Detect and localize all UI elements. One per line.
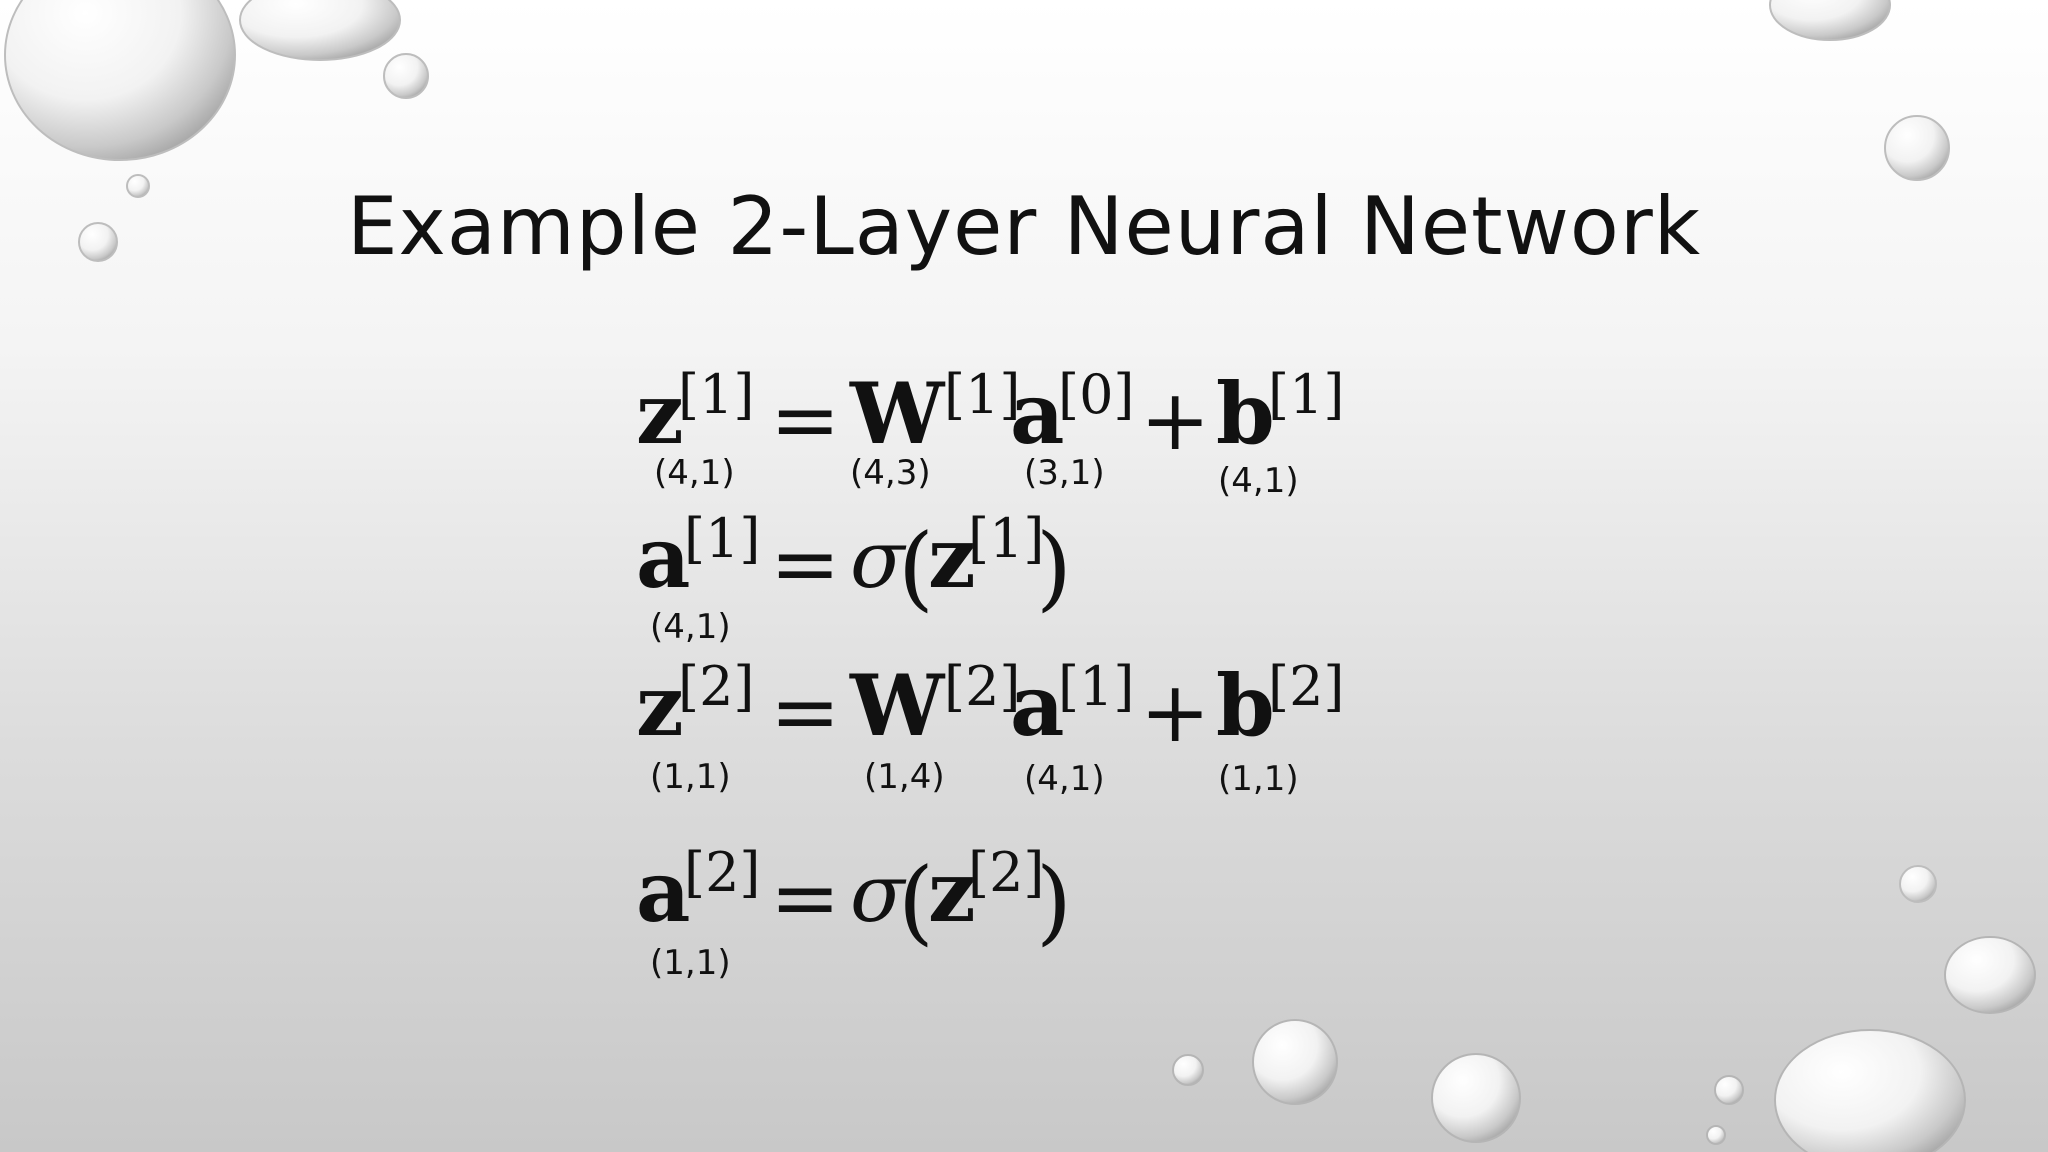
close-paren: ) — [1036, 514, 1072, 621]
z-symbol: z — [928, 508, 976, 607]
b-symbol: b — [1216, 364, 1275, 463]
droplet-bottom-1 — [1252, 1019, 1338, 1105]
b-symbol: b — [1216, 656, 1275, 755]
equation-row-2: a [1] (4,1) = σ ( z [1] ) — [0, 508, 2048, 676]
z-layer-superscript: [2] — [968, 841, 1045, 904]
w-layer-superscript: [2] — [944, 655, 1021, 718]
a-symbol: a — [1010, 656, 1065, 755]
a-layer-superscript: [1] — [1058, 655, 1135, 718]
droplet-small-1 — [383, 53, 429, 99]
a-layer-superscript: [2] — [684, 841, 761, 904]
b-layer-superscript: [1] — [1268, 363, 1345, 426]
z-symbol: z — [636, 364, 684, 463]
b-layer-superscript: [2] — [1268, 655, 1345, 718]
z-dimension: (4,1) — [654, 453, 735, 493]
z-layer-superscript: [1] — [678, 363, 755, 426]
a-dimension: (3,1) — [1024, 453, 1105, 493]
z-symbol: z — [636, 656, 684, 755]
w-layer-superscript: [1] — [944, 363, 1021, 426]
w-symbol: W — [850, 656, 945, 755]
sigma-function: σ — [850, 847, 905, 940]
a-symbol: a — [636, 508, 691, 607]
z-symbol: z — [928, 842, 976, 941]
z-dimension: (1,1) — [650, 757, 731, 797]
open-paren: ( — [898, 848, 934, 955]
open-paren: ( — [898, 514, 934, 621]
droplet-bottom-4 — [1714, 1075, 1744, 1105]
a-layer-superscript: [0] — [1058, 363, 1135, 426]
droplet-bottom-3 — [1431, 1053, 1521, 1143]
b-dimension: (1,1) — [1218, 759, 1299, 799]
equation-row-1: z [1] (4,1) = W [1] (4,3) a [0] (3,1) + … — [0, 364, 2048, 532]
equation-row-4: a [2] (1,1) = σ ( z [2] ) — [0, 842, 2048, 1010]
a-dimension: (4,1) — [1024, 759, 1105, 799]
w-dimension: (4,3) — [850, 453, 931, 493]
b-dimension: (4,1) — [1218, 461, 1299, 501]
droplet-top-left-large — [4, 0, 236, 161]
a-layer-superscript: [1] — [684, 507, 761, 570]
slide-title: Example 2-Layer Neural Network — [346, 180, 1702, 273]
close-paren: ) — [1036, 848, 1072, 955]
z-layer-superscript: [1] — [968, 507, 1045, 570]
w-dimension: (1,4) — [864, 757, 945, 797]
droplet-bottom-5 — [1706, 1125, 1726, 1145]
a-symbol: a — [1010, 364, 1065, 463]
droplet-top-right — [1769, 0, 1891, 41]
equals-sign: = — [770, 849, 841, 947]
droplet-right-1 — [1884, 115, 1950, 181]
droplet-top-left-medium — [239, 0, 401, 61]
w-symbol: W — [850, 364, 945, 463]
z-layer-superscript: [2] — [678, 655, 755, 718]
equals-sign: = — [770, 515, 841, 613]
sigma-function: σ — [850, 513, 905, 606]
plus-sign: + — [1140, 371, 1211, 469]
droplet-bottom-2 — [1172, 1054, 1204, 1086]
a-dimension: (1,1) — [650, 943, 731, 983]
equals-sign: = — [770, 371, 841, 469]
a-symbol: a — [636, 842, 691, 941]
a-dimension: (4,1) — [650, 607, 731, 647]
plus-sign: + — [1140, 663, 1211, 761]
equals-sign: = — [770, 663, 841, 761]
equation-row-3: z [2] (1,1) = W [2] (1,4) a [1] (4,1) + … — [0, 656, 2048, 824]
